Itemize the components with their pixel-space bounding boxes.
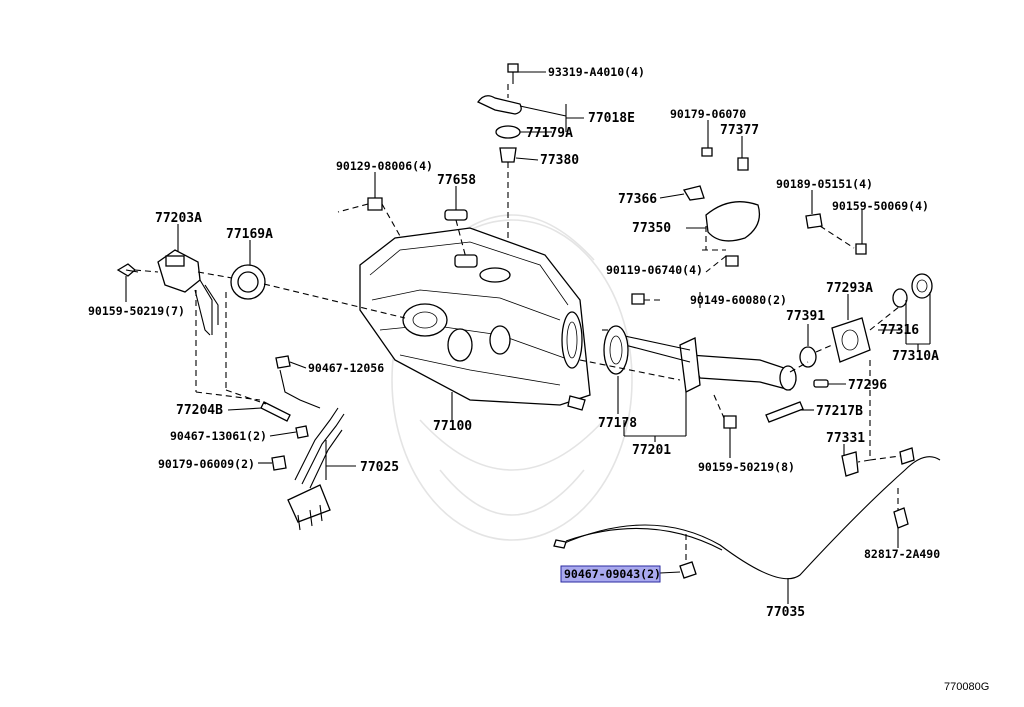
label-90179-06070[interactable]: 90179-06070 bbox=[670, 107, 746, 121]
pad-77658[interactable] bbox=[444, 209, 468, 221]
hinge-77366[interactable] bbox=[682, 185, 705, 201]
label-90159-50219-7[interactable]: 90159-50219(7) bbox=[88, 304, 185, 318]
label-77331[interactable]: 77331 bbox=[826, 431, 865, 446]
label-77204B[interactable]: 77204B bbox=[176, 403, 223, 418]
label-77217B[interactable]: 77217B bbox=[816, 404, 863, 419]
filler-housing-77293A[interactable] bbox=[831, 317, 871, 363]
nut-90179-06070[interactable] bbox=[701, 147, 713, 157]
label-90159-50219-8[interactable]: 90159-50219(8) bbox=[698, 460, 795, 474]
opener-cable-77035[interactable] bbox=[553, 447, 941, 580]
label-77310A[interactable]: 77310A bbox=[892, 349, 939, 364]
fuel-tube-77025[interactable] bbox=[287, 407, 345, 531]
label-90129[interactable]: 90129-08006(4) bbox=[336, 159, 433, 173]
label-77391[interactable]: 77391 bbox=[786, 309, 825, 324]
gasket-77178[interactable] bbox=[603, 325, 629, 375]
diagram-code: 770080G bbox=[944, 681, 989, 693]
label-93319[interactable]: 93319-A4010(4) bbox=[548, 65, 645, 79]
gasket-77169A[interactable] bbox=[230, 264, 266, 300]
screw-90159-50069[interactable] bbox=[855, 243, 867, 255]
label-77203A[interactable]: 77203A bbox=[155, 211, 202, 226]
clamp-90467-13061[interactable] bbox=[295, 425, 309, 439]
gasket-77179A[interactable] bbox=[495, 125, 521, 139]
clamp-90467-12056[interactable] bbox=[275, 355, 291, 369]
label-77316[interactable]: 77316 bbox=[880, 323, 919, 338]
label-90149[interactable]: 90149-60080(2) bbox=[690, 293, 787, 307]
bolt-90129[interactable] bbox=[367, 186, 383, 211]
filler-pipe-77201[interactable] bbox=[619, 334, 797, 393]
label-82817[interactable]: 82817-2A490 bbox=[864, 547, 940, 561]
fuel-tank-77100[interactable] bbox=[359, 227, 591, 411]
spring-77377[interactable] bbox=[737, 157, 749, 171]
gasket-77316[interactable] bbox=[892, 288, 908, 308]
label-77179A[interactable]: 77179A bbox=[526, 126, 573, 141]
bolt-90119[interactable] bbox=[631, 293, 645, 305]
clamp-90467-09043[interactable] bbox=[679, 561, 697, 579]
label-77380[interactable]: 77380 bbox=[540, 153, 579, 168]
highlight-box bbox=[560, 565, 661, 583]
label-90119[interactable]: 90119-06740(4) bbox=[606, 263, 703, 277]
label-90467-13061[interactable]: 90467-13061(2) bbox=[170, 429, 267, 443]
hose-77204B[interactable] bbox=[260, 401, 291, 422]
hose-left-tank[interactable] bbox=[279, 369, 321, 409]
bolt-93319[interactable] bbox=[507, 63, 519, 84]
o-ring-77391[interactable] bbox=[799, 346, 817, 368]
label-77377[interactable]: 77377 bbox=[720, 123, 759, 138]
label-77296[interactable]: 77296 bbox=[848, 378, 887, 393]
clamp-77018E[interactable] bbox=[477, 95, 522, 115]
label-90179-06009[interactable]: 90179-06009(2) bbox=[158, 457, 255, 471]
label-77178[interactable]: 77178 bbox=[598, 416, 637, 431]
label-90467-09043-highlighted[interactable]: 90467-09043(2) bbox=[564, 567, 661, 581]
label-77018E[interactable]: 77018E bbox=[588, 111, 635, 126]
fuel-sender-gauge-77203A[interactable] bbox=[157, 249, 219, 336]
clip-90189[interactable] bbox=[805, 213, 823, 229]
label-77035[interactable]: 77035 bbox=[766, 605, 805, 620]
label-77025[interactable]: 77025 bbox=[360, 460, 399, 475]
hose-77296[interactable] bbox=[813, 379, 829, 388]
label-90189[interactable]: 90189-05151(4) bbox=[776, 177, 873, 191]
opener-lock-77331[interactable] bbox=[841, 451, 859, 477]
label-77100[interactable]: 77100 bbox=[433, 419, 472, 434]
breather-77380[interactable] bbox=[499, 147, 517, 163]
label-77350[interactable]: 77350 bbox=[632, 221, 671, 236]
clip-82817[interactable] bbox=[893, 507, 909, 529]
fuel-cap-77310A[interactable] bbox=[911, 273, 933, 299]
bolt-90149[interactable] bbox=[725, 255, 739, 267]
screw-90159-50219-right[interactable] bbox=[723, 415, 737, 429]
label-90467-12056[interactable]: 90467-12056 bbox=[308, 361, 384, 375]
label-77366[interactable]: 77366 bbox=[618, 192, 657, 207]
label-77201[interactable]: 77201 bbox=[632, 443, 671, 458]
label-77293A[interactable]: 77293A bbox=[826, 281, 873, 296]
hose-77217B[interactable] bbox=[765, 401, 804, 423]
fuel-door-77350[interactable] bbox=[705, 201, 761, 242]
label-90159-50069[interactable]: 90159-50069(4) bbox=[832, 199, 929, 213]
label-77658[interactable]: 77658 bbox=[437, 173, 476, 188]
nut-90179-06009[interactable] bbox=[271, 455, 287, 471]
part-labels: 93319-A4010(4) 77018E 77179A 77380 90179… bbox=[88, 65, 940, 620]
leader-lines bbox=[125, 71, 931, 604]
label-77169A[interactable]: 77169A bbox=[226, 227, 273, 242]
